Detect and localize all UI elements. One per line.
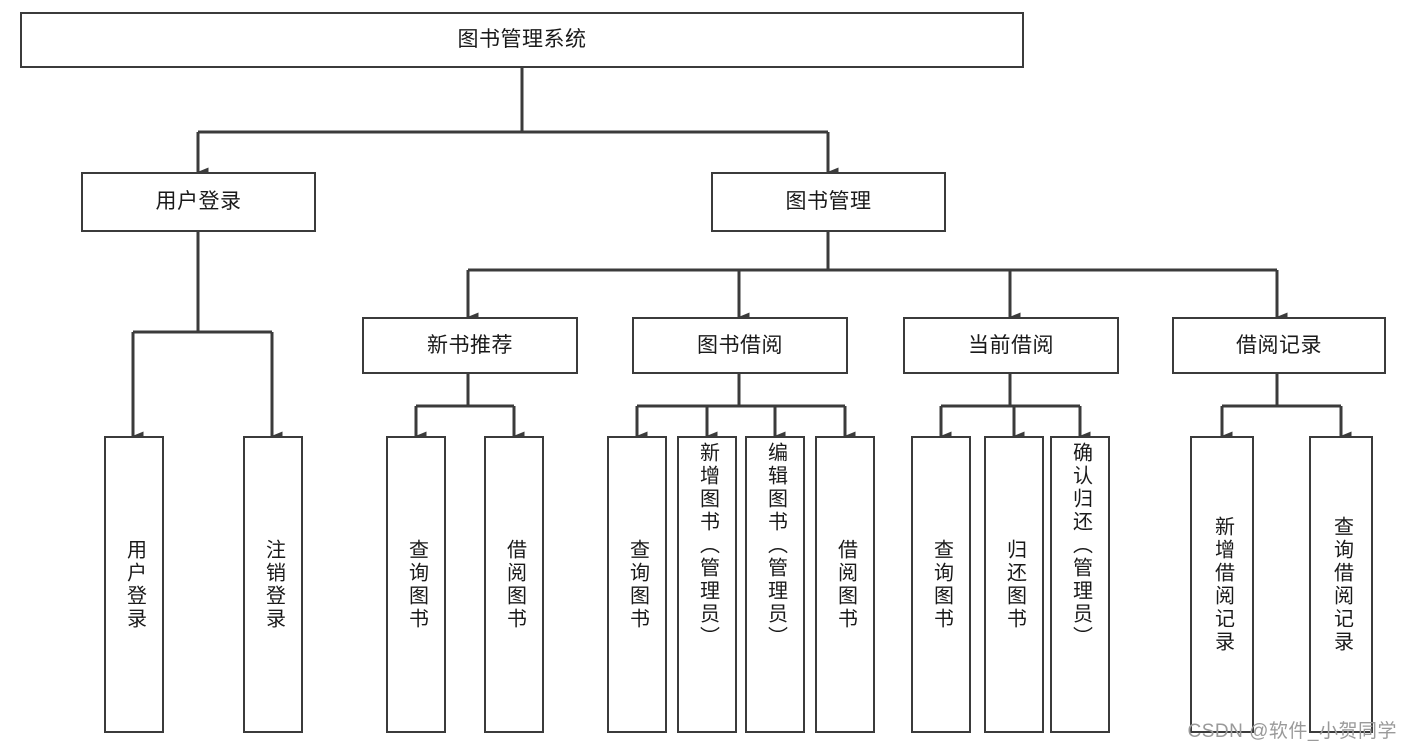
node-leaf-query-book-borrow[interactable]: 查询图书 xyxy=(607,436,667,733)
node-label: 注销登录 xyxy=(262,538,285,631)
node-book-borrow[interactable]: 图书借阅 xyxy=(632,317,848,374)
node-leaf-return-book[interactable]: 归还图书 xyxy=(984,436,1044,733)
node-leaf-user-login[interactable]: 用户登录 xyxy=(104,436,164,733)
node-label: 查询图书 xyxy=(405,538,428,631)
node-current-borrow[interactable]: 当前借阅 xyxy=(903,317,1119,374)
node-label: 归还图书 xyxy=(1003,538,1026,631)
node-label: 图书管理 xyxy=(785,190,872,214)
node-book-manage[interactable]: 图书管理 xyxy=(711,172,946,232)
node-label: 用户登录 xyxy=(155,190,242,214)
node-leaf-query-book-recommend[interactable]: 查询图书 xyxy=(386,436,446,733)
node-leaf-borrow-book[interactable]: 借阅图书 xyxy=(815,436,875,733)
node-leaf-edit-book-admin[interactable]: 编辑图书（管理员） xyxy=(745,436,805,733)
node-label: 借阅记录 xyxy=(1236,333,1322,357)
node-label: 查询图书 xyxy=(930,538,953,631)
node-leaf-add-borrow-record[interactable]: 新增借阅记录 xyxy=(1190,436,1254,733)
node-new-book-recommend[interactable]: 新书推荐 xyxy=(362,317,578,374)
node-label: 新增图书（管理员） xyxy=(696,442,719,649)
node-label: 用户登录 xyxy=(123,538,146,631)
node-label: 图书管理系统 xyxy=(457,28,587,52)
watermark-text: CSDN @软件_小贺同学 xyxy=(1187,721,1397,742)
node-label: 查询图书 xyxy=(626,538,649,631)
node-leaf-query-book-current[interactable]: 查询图书 xyxy=(911,436,971,733)
node-label: 新书推荐 xyxy=(427,333,513,357)
node-label: 新增借阅记录 xyxy=(1211,515,1234,654)
node-label: 借阅图书 xyxy=(834,538,857,631)
node-leaf-confirm-return-admin[interactable]: 确认归还（管理员） xyxy=(1050,436,1110,733)
node-label: 图书借阅 xyxy=(697,333,783,357)
node-label: 确认归还（管理员） xyxy=(1069,442,1092,649)
node-title-system[interactable]: 图书管理系统 xyxy=(20,12,1024,68)
node-leaf-query-borrow-record[interactable]: 查询借阅记录 xyxy=(1309,436,1373,733)
node-leaf-user-logout[interactable]: 注销登录 xyxy=(243,436,303,733)
node-label: 查询借阅记录 xyxy=(1330,515,1353,654)
node-user-login[interactable]: 用户登录 xyxy=(81,172,316,232)
node-leaf-borrow-book-recommend[interactable]: 借阅图书 xyxy=(484,436,544,733)
node-label: 编辑图书（管理员） xyxy=(764,442,787,649)
node-borrow-record[interactable]: 借阅记录 xyxy=(1172,317,1386,374)
node-label: 借阅图书 xyxy=(503,538,526,631)
node-leaf-add-book-admin[interactable]: 新增图书（管理员） xyxy=(677,436,737,733)
node-label: 当前借阅 xyxy=(968,333,1054,357)
